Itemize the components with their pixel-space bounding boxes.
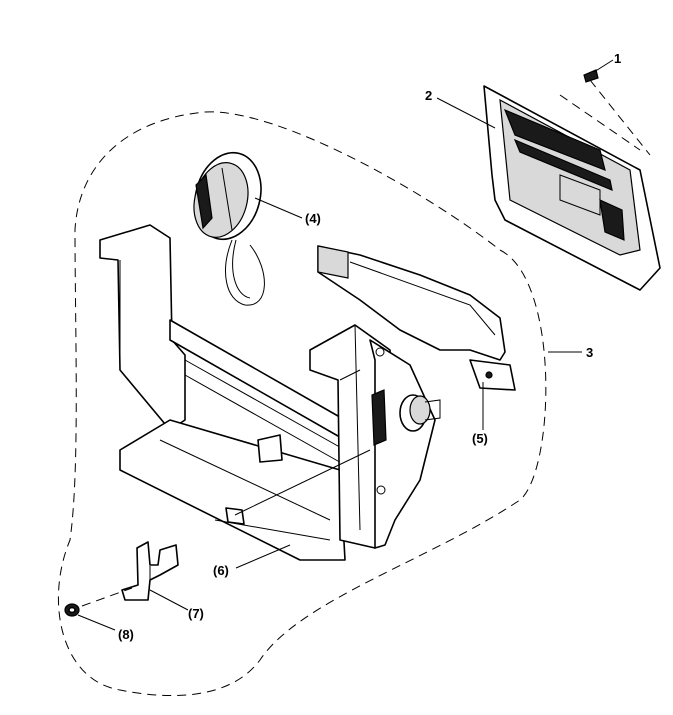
leader-7 (149, 589, 189, 611)
part-6-tab (225, 449, 371, 525)
callout-6: (6) (213, 563, 229, 578)
leader-8 (77, 614, 116, 631)
callout-4: (4) (305, 211, 321, 226)
callout-8: (8) (118, 627, 134, 642)
part-2-rear-bracket (483, 85, 661, 291)
part-5-arm (317, 245, 516, 391)
callout-2: 2 (425, 88, 433, 103)
callout-1: 1 (614, 51, 622, 66)
part-3-main-chassis (99, 224, 436, 561)
part-7-bracket (121, 541, 179, 601)
leader-1 (593, 59, 614, 73)
part-1-guide-line (589, 79, 651, 156)
assembly-boundary (58, 111, 547, 697)
right-side-knob (399, 394, 441, 432)
part-4-lens-cap (193, 151, 265, 306)
leader-6 (235, 544, 291, 569)
part-8-guide-line (81, 587, 133, 607)
callout-7: (7) (188, 606, 204, 621)
part-1-screw (583, 69, 599, 83)
leader-2 (436, 97, 496, 129)
callout-3: 3 (586, 345, 594, 360)
callout-5: (5) (472, 431, 488, 446)
leader-4 (254, 197, 303, 219)
part-1-guide-line-2 (559, 94, 641, 151)
part-8-washer (64, 603, 80, 617)
